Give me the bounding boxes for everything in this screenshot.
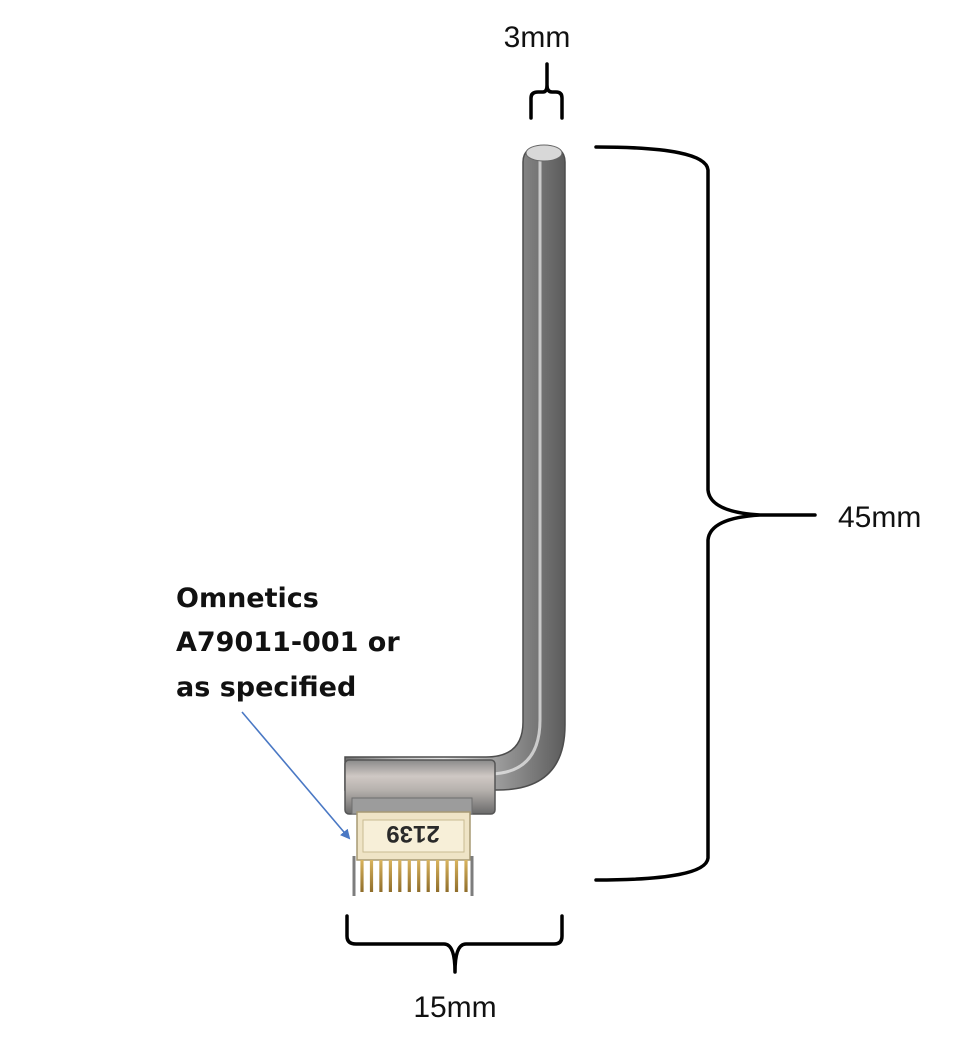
diameter-dimension: 3mm xyxy=(504,21,571,120)
callout-arrow xyxy=(241,711,351,840)
height-label: 45mm xyxy=(838,501,921,534)
connector-pins xyxy=(352,856,474,896)
connector-guide-pin xyxy=(352,856,356,896)
callout-line-2: A79011-001 or xyxy=(176,627,400,658)
width-dimension: 15mm xyxy=(345,914,564,1024)
connector-pin xyxy=(454,860,459,892)
connector-pin xyxy=(369,860,374,892)
callout-line-3: as specified xyxy=(176,672,356,703)
rod-highlight xyxy=(350,160,542,776)
diameter-label: 3mm xyxy=(504,21,571,54)
width-bracket xyxy=(345,914,564,974)
callout: Omnetics A79011-001 or as specified xyxy=(176,583,400,840)
connector: 2139 xyxy=(352,811,474,896)
connector-pin xyxy=(360,860,364,892)
height-bracket xyxy=(594,145,817,882)
connector-pin xyxy=(379,860,383,892)
width-label: 15mm xyxy=(413,991,496,1024)
connector-pin xyxy=(436,860,440,892)
rod-tip xyxy=(525,144,563,162)
probe-rod xyxy=(344,144,566,815)
connector-pin xyxy=(445,860,449,892)
connector-pin xyxy=(426,860,430,892)
height-dimension: 45mm xyxy=(594,145,921,882)
connector-label-strip xyxy=(362,819,465,853)
rod-tube xyxy=(344,145,566,791)
connector-pin xyxy=(407,860,411,892)
connector-pin xyxy=(398,860,402,892)
connector-pin xyxy=(464,860,468,892)
connector-guide-pin xyxy=(470,856,474,896)
connector-pin xyxy=(388,860,392,892)
connector-marking: 2139 xyxy=(386,820,439,847)
callout-line-1: Omnetics xyxy=(176,583,319,614)
diameter-bracket xyxy=(529,62,564,120)
connector-pin xyxy=(417,860,421,892)
